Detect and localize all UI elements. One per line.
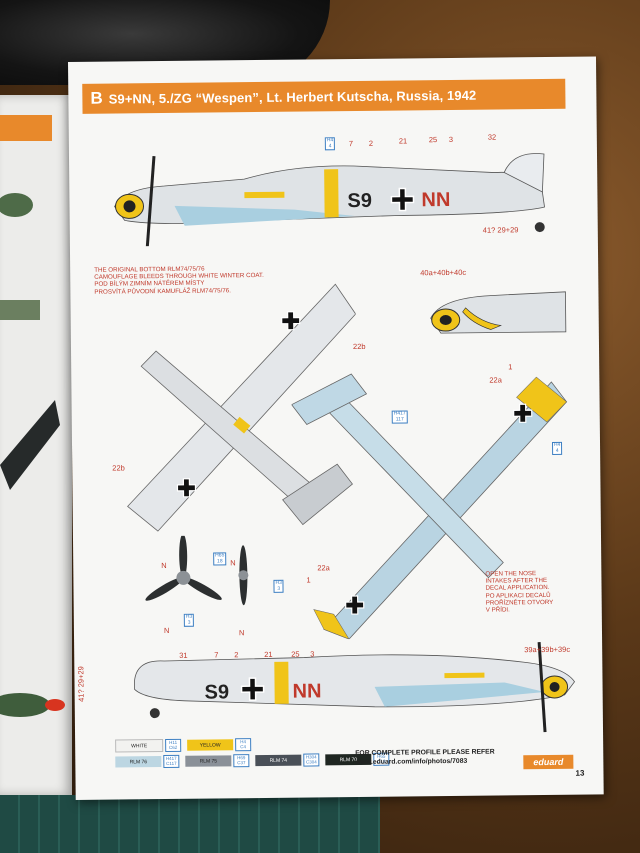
left-page-illustrations: [0, 193, 65, 717]
nose-detail-callout: 40a+40b+40c: [420, 267, 467, 278]
color-legend-row2: RLM 76 H417 C117 RLM 75 H69 C37 RLM 74 H…: [115, 752, 390, 769]
nose-detail-illustration: [430, 291, 567, 334]
upper-tailplane: [282, 463, 353, 526]
lower-cross-left-icon: [345, 595, 365, 615]
callout-7: 7: [348, 139, 354, 149]
legend-code: H4 C4: [235, 738, 252, 752]
callout-22b: 22b: [352, 341, 366, 352]
callout-2-b: 2: [234, 650, 239, 660]
profile-letter: B: [90, 88, 103, 108]
bottom-side-profile: S9 NN: [134, 641, 576, 733]
callout-25: 25: [428, 135, 438, 145]
nacelle-blue: [174, 205, 355, 226]
propeller-top: [145, 155, 156, 247]
legend-swatch: RLM 74: [255, 754, 302, 767]
legend-chip: RLM 75 H69 C37: [185, 754, 250, 768]
legend-swatch: RLM 75: [185, 755, 232, 767]
footer-url: www.eduard.com/info/photos/7083: [355, 757, 468, 767]
code-left: S9: [347, 190, 372, 212]
left-page: [0, 95, 72, 795]
prop-callout-n-2: N: [230, 558, 236, 568]
color-legend: WHITE H11 C62 YELLOW H4 C4: [115, 738, 252, 753]
callout-serial: 41? 29+29: [482, 225, 519, 235]
callout-serial-b: 41? 29+29: [76, 666, 86, 702]
wing-cross-right-icon: [281, 311, 301, 331]
eduard-logo: eduard: [523, 754, 574, 770]
prop-callout-n-3: N: [163, 625, 170, 636]
balkenkreuz-bottom-icon: [240, 677, 265, 701]
lower-cross-right-icon: [513, 403, 533, 423]
legend-swatch: YELLOW: [187, 739, 234, 751]
propeller-detail: [145, 534, 249, 606]
code-right: NN: [421, 189, 450, 211]
callout-2: 2: [368, 138, 374, 148]
wing-cross-left-icon: [176, 478, 197, 498]
callout-32: 32: [487, 132, 497, 142]
callout-3: 3: [448, 134, 454, 145]
code-right-bottom: NN: [292, 680, 321, 702]
fuselage-band: [324, 169, 339, 218]
instruction-page: B S9+NN, 5./ZG “Wespen”, Lt. Herbert Kut…: [68, 56, 604, 800]
callout-39: 39a+39b+39c: [524, 644, 571, 655]
propeller-bottom: [537, 641, 547, 733]
legend-swatch: WHITE: [115, 739, 164, 753]
lower-plan-view: [291, 373, 568, 640]
prop-callout-n-1: N: [161, 560, 167, 571]
top-side-profile: S9 NN: [114, 153, 545, 247]
tail-fin: [503, 153, 545, 193]
upper-wing: [127, 283, 357, 532]
callout-21-b: 21: [264, 649, 273, 659]
callout-7-b: 7: [214, 650, 219, 660]
nose-intakes-note: OPEN THE NOSE INTAKES AFTER THE DECAL AP…: [485, 570, 554, 614]
legend-code: H69 C37: [233, 754, 250, 768]
callout-31: 31: [179, 650, 188, 660]
left-page-header: [0, 115, 52, 141]
callout-22a: 22a: [317, 563, 330, 573]
prop-callout-n-4: N: [238, 628, 245, 638]
legend-chip: WHITE H11 C62: [115, 738, 182, 753]
callout-21: 21: [398, 136, 408, 146]
legend-chip: RLM 74 H304 C304: [255, 753, 320, 767]
footer-reference: FOR COMPLETE PROFILE PLEASE REFER www.ed…: [355, 748, 495, 767]
callout-22a-top: 22a: [489, 375, 502, 385]
profile-title: S9+NN, 5./ZG “Wespen”, Lt. Herbert Kutsc…: [108, 87, 477, 107]
callout-3-b: 3: [310, 649, 315, 659]
callout-1: 1: [306, 575, 311, 585]
balkenkreuz-icon: [390, 187, 415, 212]
callout-22b-left: 22b: [112, 463, 125, 473]
page-number: 13: [575, 768, 585, 778]
callout-25-b: 25: [291, 649, 300, 659]
profile-title-bar: B S9+NN, 5./ZG “Wespen”, Lt. Herbert Kut…: [82, 78, 566, 114]
upper-plan-view: [127, 283, 357, 532]
legend-code: H11 C62: [165, 738, 182, 753]
lower-tailplane: [291, 373, 368, 426]
fuselage-bottom-profile: [134, 654, 576, 708]
legend-chip: RLM 76 H417 C117: [115, 754, 180, 769]
code-left-bottom: S9: [204, 681, 229, 703]
cutting-mat-background: [0, 795, 380, 853]
legend-code: H304 C304: [303, 753, 320, 767]
legend-chip: YELLOW H4 C4: [187, 738, 252, 752]
callout-1-top: 1: [508, 362, 513, 372]
tail-wheel: [534, 222, 545, 233]
legend-swatch: RLM 76: [115, 756, 162, 768]
legend-code: H417 C117: [163, 754, 180, 769]
